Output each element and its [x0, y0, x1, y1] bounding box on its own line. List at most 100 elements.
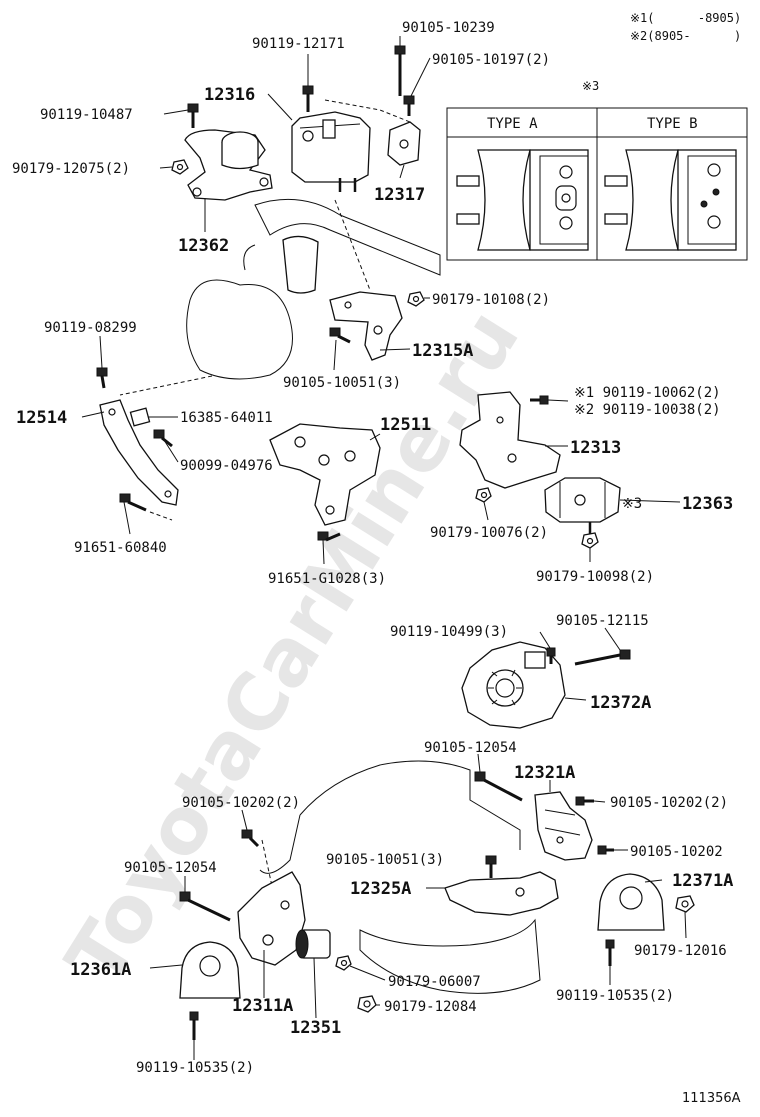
label-12316: 12316 — [204, 85, 255, 105]
bolt-90105-12054-lower — [179, 891, 231, 922]
nut-90179-12016 — [675, 895, 695, 913]
bolt-90119-12171 — [302, 85, 314, 112]
label-90119-10499: 90119-10499(3) — [390, 624, 508, 640]
label-12363-note: ※3 — [622, 496, 642, 512]
figure-id: 111356A — [682, 1091, 741, 1106]
vehicle-context-outline — [186, 198, 541, 994]
nut-90179-10076 — [475, 487, 492, 503]
label-12317: 12317 — [374, 185, 425, 205]
note-2: ※2(8905- ) — [630, 29, 741, 43]
label-90119-10038: ※2 90119-10038(2) — [574, 402, 721, 418]
label-12325A: 12325A — [350, 879, 411, 899]
type-b-label: TYPE B — [647, 116, 698, 132]
label-90105-10197: 90105-10197(2) — [432, 52, 550, 68]
mount-12361A — [179, 941, 241, 999]
bolt-90119-10535-right — [605, 939, 615, 966]
engine-mount-12362 — [184, 129, 273, 201]
label-90179-06007: 90179-06007 — [388, 974, 481, 990]
type-box-labels: TYPE A TYPE B — [487, 116, 698, 132]
label-90105-10051-lower: 90105-10051(3) — [326, 852, 444, 868]
label-90119-10487: 90119-10487 — [40, 107, 133, 123]
label-90105-10202-right: 90105-10202(2) — [610, 795, 728, 811]
label-12372A: 12372A — [590, 693, 651, 713]
bolt-90105-10202-right — [575, 796, 594, 806]
label-90179-12016: 90179-12016 — [634, 943, 727, 959]
bolt-90099-04976 — [153, 429, 173, 448]
bolt-90119-10535-left — [189, 1011, 199, 1040]
bolt-91651-60840 — [119, 493, 147, 512]
bolt-90119-08299 — [96, 367, 108, 389]
bracket-12511 — [269, 423, 381, 526]
label-90105-10239: 90105-10239 — [402, 20, 495, 36]
label-90105-12115: 90105-12115 — [556, 613, 649, 629]
type-b-mount-drawing — [604, 149, 737, 251]
label-12511: 12511 — [380, 415, 431, 435]
label-90105-10202-left: 90105-10202(2) — [182, 795, 300, 811]
bolt-90105-12115 — [574, 649, 631, 666]
type-a-label: TYPE A — [487, 116, 538, 132]
label-90179-12075: 90179-12075(2) — [12, 161, 130, 177]
label-12313: 12313 — [570, 438, 621, 458]
bolt-90119-10487 — [187, 103, 199, 128]
bolt-90119-10062 — [530, 395, 549, 405]
label-12363: 12363 — [682, 494, 733, 514]
nut-90179-10108 — [407, 291, 425, 307]
mount-12371A — [597, 873, 665, 931]
label-12361A: 12361A — [70, 960, 131, 980]
bracket-12313 — [459, 391, 561, 489]
bolt-90105-10197 — [403, 95, 415, 116]
bracket-12321A — [534, 791, 593, 861]
bolt-90119-10499 — [546, 647, 556, 664]
mount-12372A — [461, 641, 566, 729]
note-1: ※1( -8905) — [630, 11, 741, 25]
label-90105-12054-lower: 90105-12054 — [124, 860, 217, 876]
nut-90179-10098 — [581, 532, 599, 549]
label-90119-10535-right: 90119-10535(2) — [556, 988, 674, 1004]
bolt-90105-10051-upper — [329, 327, 351, 344]
leader-lines — [81, 36, 687, 1060]
bracket-12317 — [387, 121, 421, 166]
label-12315A: 12315A — [412, 341, 473, 361]
part-labels: 90105-10239 90119-12171 90105-10197(2) 1… — [12, 20, 733, 1076]
notes: ※1( -8905) ※2(8905- ) ※3 — [582, 11, 741, 93]
type-reference-box — [446, 107, 748, 261]
label-90179-10076: 90179-10076(2) — [430, 525, 548, 541]
label-16385-64011: 16385-64011 — [180, 410, 273, 426]
bracket-12316 — [291, 111, 371, 192]
mount-12363 — [544, 477, 621, 534]
nut-90179-12075 — [171, 159, 189, 175]
type-a-mount-drawing — [456, 149, 589, 251]
label-90105-10202-lower: 90105-10202 — [630, 844, 723, 860]
bolt-90105-10202-lower — [597, 845, 614, 855]
label-91651-60840: 91651-60840 — [74, 540, 167, 556]
nut-90179-06007 — [335, 955, 352, 971]
label-90119-10535-left: 90119-10535(2) — [136, 1060, 254, 1076]
nut-90179-12084 — [357, 995, 377, 1013]
clip-16385-64011 — [129, 407, 151, 427]
label-90099-04976: 90099-04976 — [180, 458, 273, 474]
label-12311A: 12311A — [232, 996, 293, 1016]
bolt-90105-10239 — [394, 45, 406, 96]
label-90179-12084: 90179-12084 — [384, 999, 477, 1015]
label-90105-12054-upper: 90105-12054 — [424, 740, 517, 756]
label-90119-12171: 90119-12171 — [252, 36, 345, 52]
bracket-12311A — [237, 871, 306, 966]
bracket-12315A — [329, 291, 403, 361]
label-90105-10051-upper: 90105-10051(3) — [283, 375, 401, 391]
label-12321A: 12321A — [514, 763, 575, 783]
bolt-90105-10051-lower — [485, 855, 497, 878]
note-3: ※3 — [582, 79, 599, 93]
arm-bracket-12514 — [99, 399, 179, 506]
label-90179-10108: 90179-10108(2) — [432, 292, 550, 308]
bracket-12325A — [444, 871, 559, 916]
label-90119-10062: ※1 90119-10062(2) — [574, 385, 721, 401]
label-12351: 12351 — [290, 1018, 341, 1038]
label-12362: 12362 — [178, 236, 229, 256]
bolt-90105-10202-left — [241, 829, 260, 848]
bushing-12351 — [295, 929, 331, 959]
label-12514: 12514 — [16, 408, 67, 428]
label-90119-08299: 90119-08299 — [44, 320, 137, 336]
label-12371A: 12371A — [672, 871, 733, 891]
